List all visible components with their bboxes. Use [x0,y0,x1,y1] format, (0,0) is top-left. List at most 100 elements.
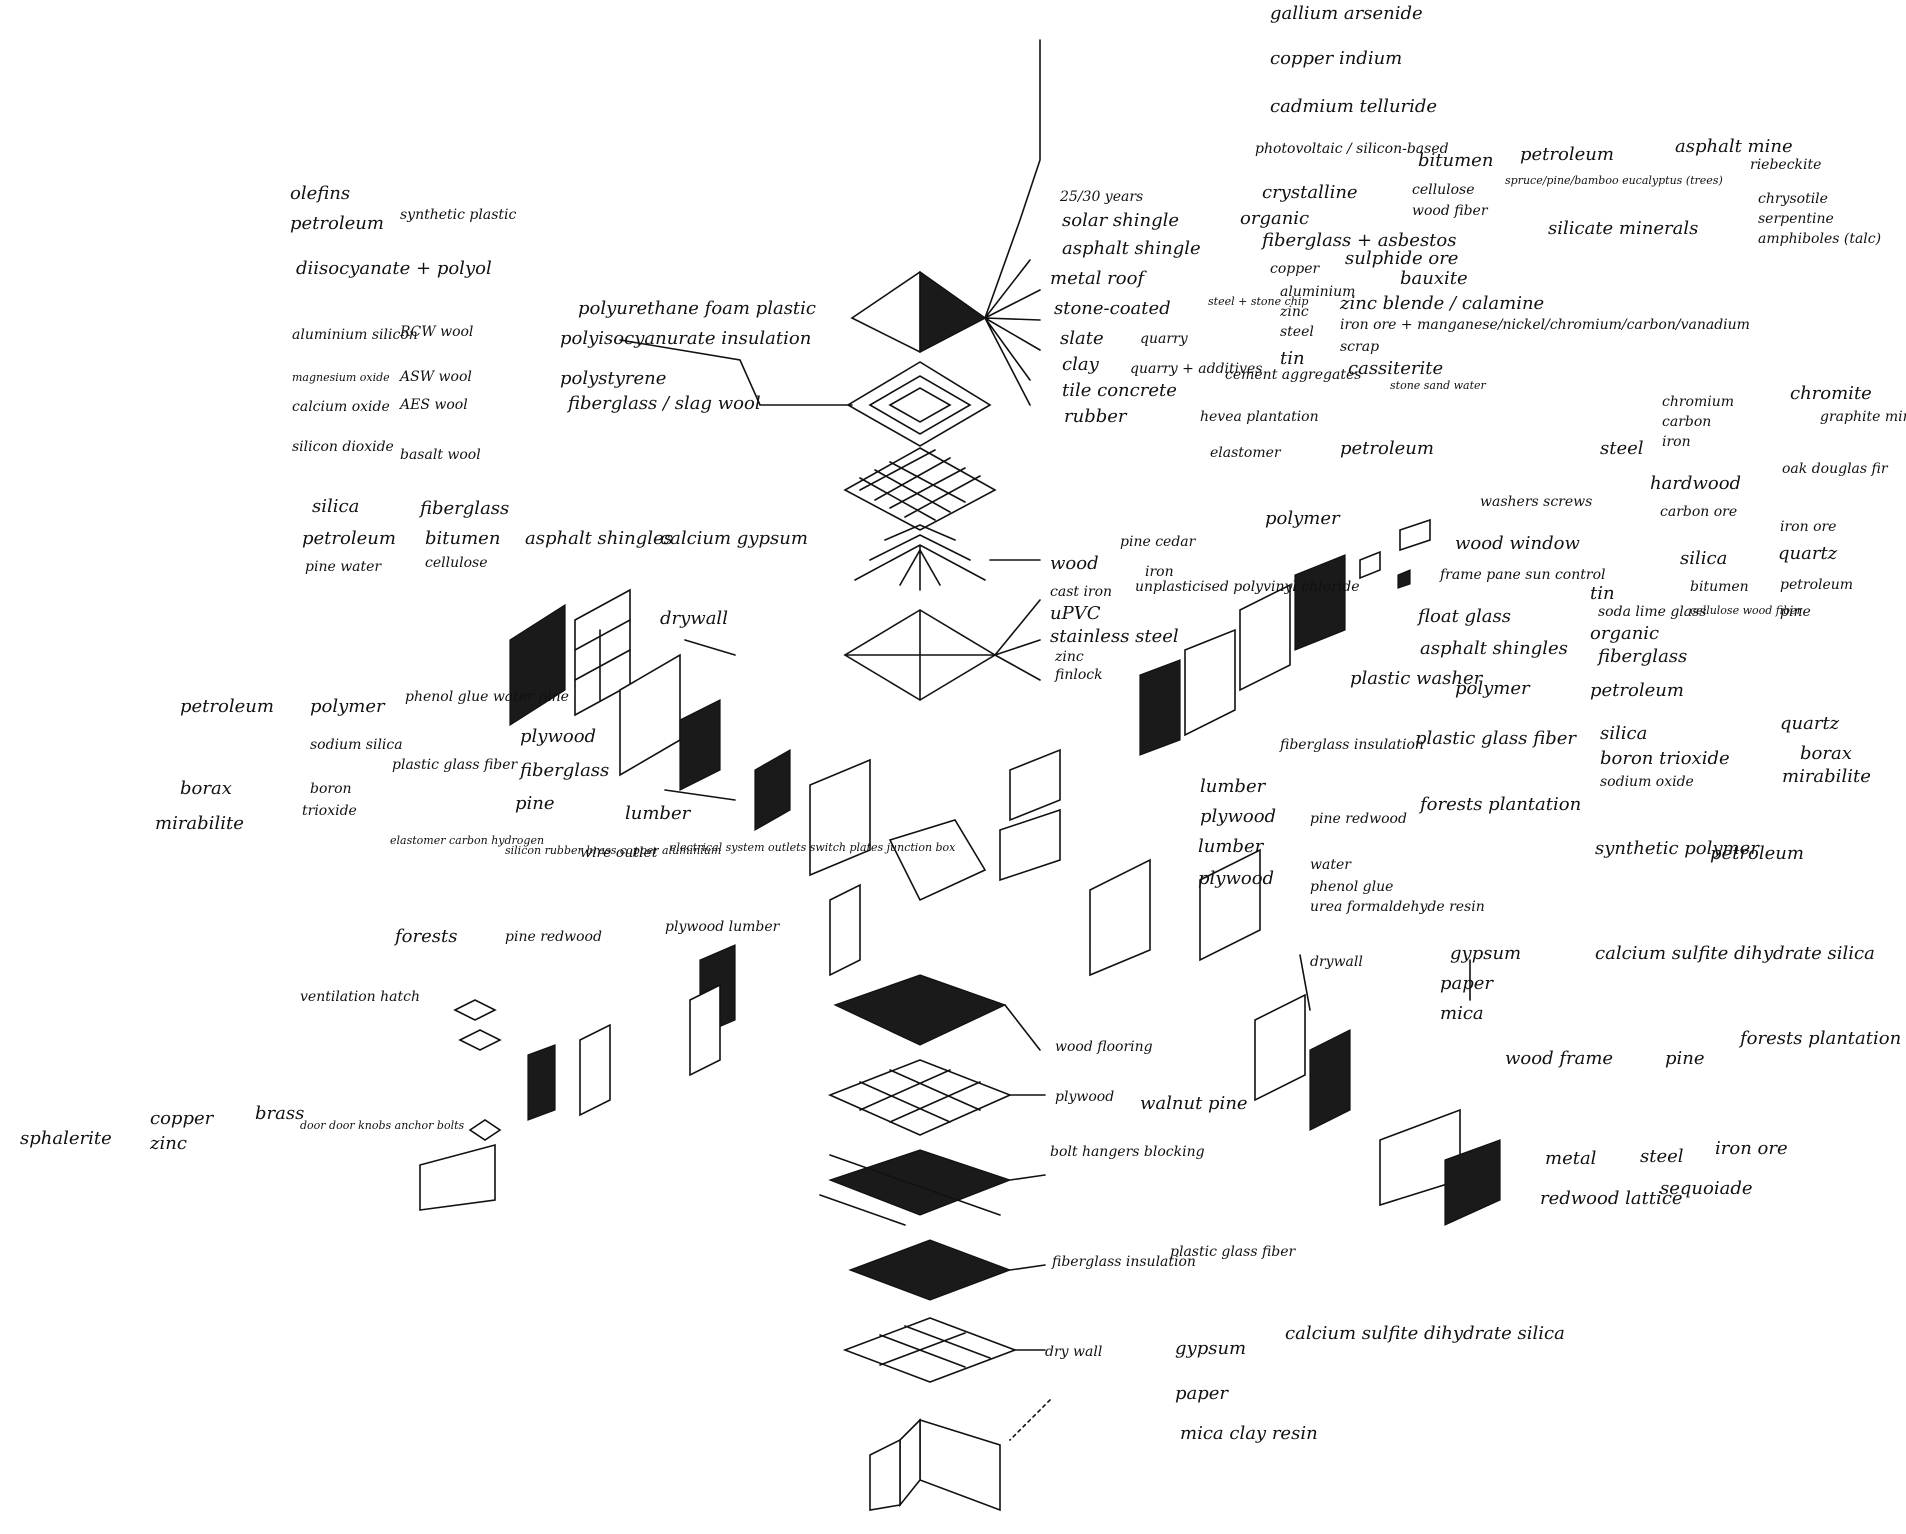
label-cellulose-2: cellulose [425,555,488,571]
label-polymer-2: polymer [1265,508,1340,529]
label-calcium-gypsum-1: calcium gypsum [660,528,808,549]
label-lumber-2: lumber [1200,776,1266,797]
label-copper-2: copper [150,1108,214,1129]
label-steel-3: steel [1640,1146,1684,1167]
label-silicate-minerals: silicate minerals [1548,218,1699,239]
label-washers-screws: washers screws [1480,494,1593,510]
label-zinc-2: zinc [150,1133,187,1154]
label-cassiterite: cassiterite [1348,358,1444,379]
label-fiberglass-asbestos: fiberglass + asbestos [1262,230,1457,251]
label-aes-wool: AES wool [400,397,468,413]
label-silica-2: silica [1680,548,1728,569]
label-wood-1: wood [1050,553,1099,574]
label-crystalline: crystalline [1262,182,1358,203]
label-graphite-mine: graphite mine [1820,409,1906,425]
label-mica-1: mica [1440,1003,1484,1024]
label-paper-2: paper [1175,1383,1229,1404]
label-trioxide: trioxide [302,803,357,819]
label-metal-roof: metal roof [1050,268,1145,289]
label-polyisocyanurate: polyisocyanurate insulation [560,328,812,349]
floor-insulation [848,1239,1012,1301]
label-chromite: chromite [1790,383,1872,404]
label-quartz-2: quartz [1780,713,1840,734]
label-quarry-1: quarry [1140,331,1188,347]
label-cellulose-wood-fiber: cellulose wood fiber [1690,604,1802,617]
label-polymer-3: polymer [1455,678,1530,699]
label-dry-wall: dry wall [1045,1344,1103,1360]
label-cast-iron: cast iron [1050,584,1113,600]
label-float-glass: float glass [1418,606,1512,627]
label-petroleum-2: petroleum [1520,144,1614,165]
label-mirabilite-1: mirabilite [155,813,244,834]
label-sequoiade: sequoiade [1660,1178,1753,1199]
label-petroleum-7: petroleum [1590,680,1684,701]
label-cement-aggregates: cement aggregates [1225,367,1362,383]
label-silica-1: silica [312,496,360,517]
label-wood-frame: wood frame [1505,1048,1614,1069]
label-urea-formaldehyde: urea formaldehyde resin [1310,899,1485,915]
label-asphalt-mine: asphalt mine [1675,136,1793,157]
label-bitumen-3: bitumen [1690,579,1749,595]
label-water-1: water [1310,857,1351,873]
label-fiberglass-1: fiberglass [420,498,510,519]
label-steel-1: steel [1280,324,1314,340]
label-pine-3: pine [1665,1048,1705,1069]
label-clay: clay [1062,354,1099,375]
label-organic-1: organic [1240,208,1310,229]
label-petroleum-5: petroleum [180,696,274,717]
label-redwood-lattice: redwood lattice [1540,1188,1683,1209]
floor-hatched [833,974,1007,1046]
label-copper-indium: copper indium [1270,48,1403,69]
label-bolt-hangers: bolt hangers blocking [1050,1144,1205,1160]
label-elastomer-carbon: elastomer carbon hydrogen [390,834,545,847]
label-phenol-glue-1: phenol glue water pine [405,689,569,705]
label-aluminium-silicon: aluminium silicon [292,327,418,343]
label-mica-clay-resin: mica clay resin [1180,1423,1318,1444]
label-boron: boron [310,781,352,797]
label-silicon-rubber: silicon rubber brass copper aluminium [505,844,722,857]
label-iron-ore-2: iron ore [1715,1138,1788,1159]
label-bitumen-1: bitumen [1418,150,1494,171]
label-ventilation-hatch: ventilation hatch [300,989,420,1005]
floor-joists [819,1149,1012,1226]
label-stainless-steel: stainless steel [1050,626,1179,647]
label-petroleum-3: petroleum [1340,438,1434,459]
floor-plywood-grid [827,1059,1013,1136]
label-wire-outlet: wire outlet [580,845,658,861]
label-diisocyanate-polyol: diisocyanate + polyol [296,258,492,279]
label-silica-3: silica [1600,723,1648,744]
ceiling-drywall [842,1317,1018,1383]
label-plastic-glass-fiber-1: plastic glass fiber [392,757,518,773]
label-sphalerite: sphalerite [20,1128,112,1149]
label-tile-concrete: tile concrete [1062,380,1177,401]
label-plywood-lumber: plywood lumber [665,919,780,935]
wall-panels-left [419,588,987,1211]
label-petroleum-8: petroleum [1710,843,1804,864]
label-chrysotile: chrysotile [1758,191,1828,207]
label-gypsum-2: gypsum [1175,1338,1247,1359]
label-aluminium-1: aluminium [1280,284,1356,300]
label-sodium-oxide: sodium oxide [1600,774,1694,790]
label-forests-1: forests [395,926,458,947]
label-elastomer-1: elastomer [1210,445,1281,461]
label-steel-stone-chip: steel + stone chip [1208,295,1309,308]
label-bitumen-2: bitumen [425,528,501,549]
label-wood-window: wood window [1455,533,1580,554]
label-petroleum-1: petroleum [290,213,384,234]
label-upvc: uPVC [1050,603,1101,624]
label-synthetic-polymer: synthetic polymer [1595,838,1759,859]
label-organic-2: organic [1590,623,1660,644]
label-plywood-4: plywood [1055,1089,1115,1105]
label-pine-water: pine water [305,559,382,575]
label-walnut-pine: walnut pine [1140,1093,1248,1114]
label-zinc-3: zinc [1055,649,1084,665]
label-tin-2: tin [1590,583,1615,604]
label-calcium-sulfite-2: calcium sulfite dihydrate silica [1285,1323,1565,1344]
label-photovoltaic: photovoltaic / silicon-based [1255,141,1449,157]
label-pine-2: pine [1780,604,1811,620]
label-door-items: door door knobs anchor bolts [300,1119,465,1132]
label-25-30-years: 25/30 years [1060,189,1144,205]
label-basalt-wool: basalt wool [400,447,481,463]
label-electrical-system: electrical system outlets switch plates … [670,841,956,854]
label-wood-fiber-1: wood fiber [1412,203,1488,219]
